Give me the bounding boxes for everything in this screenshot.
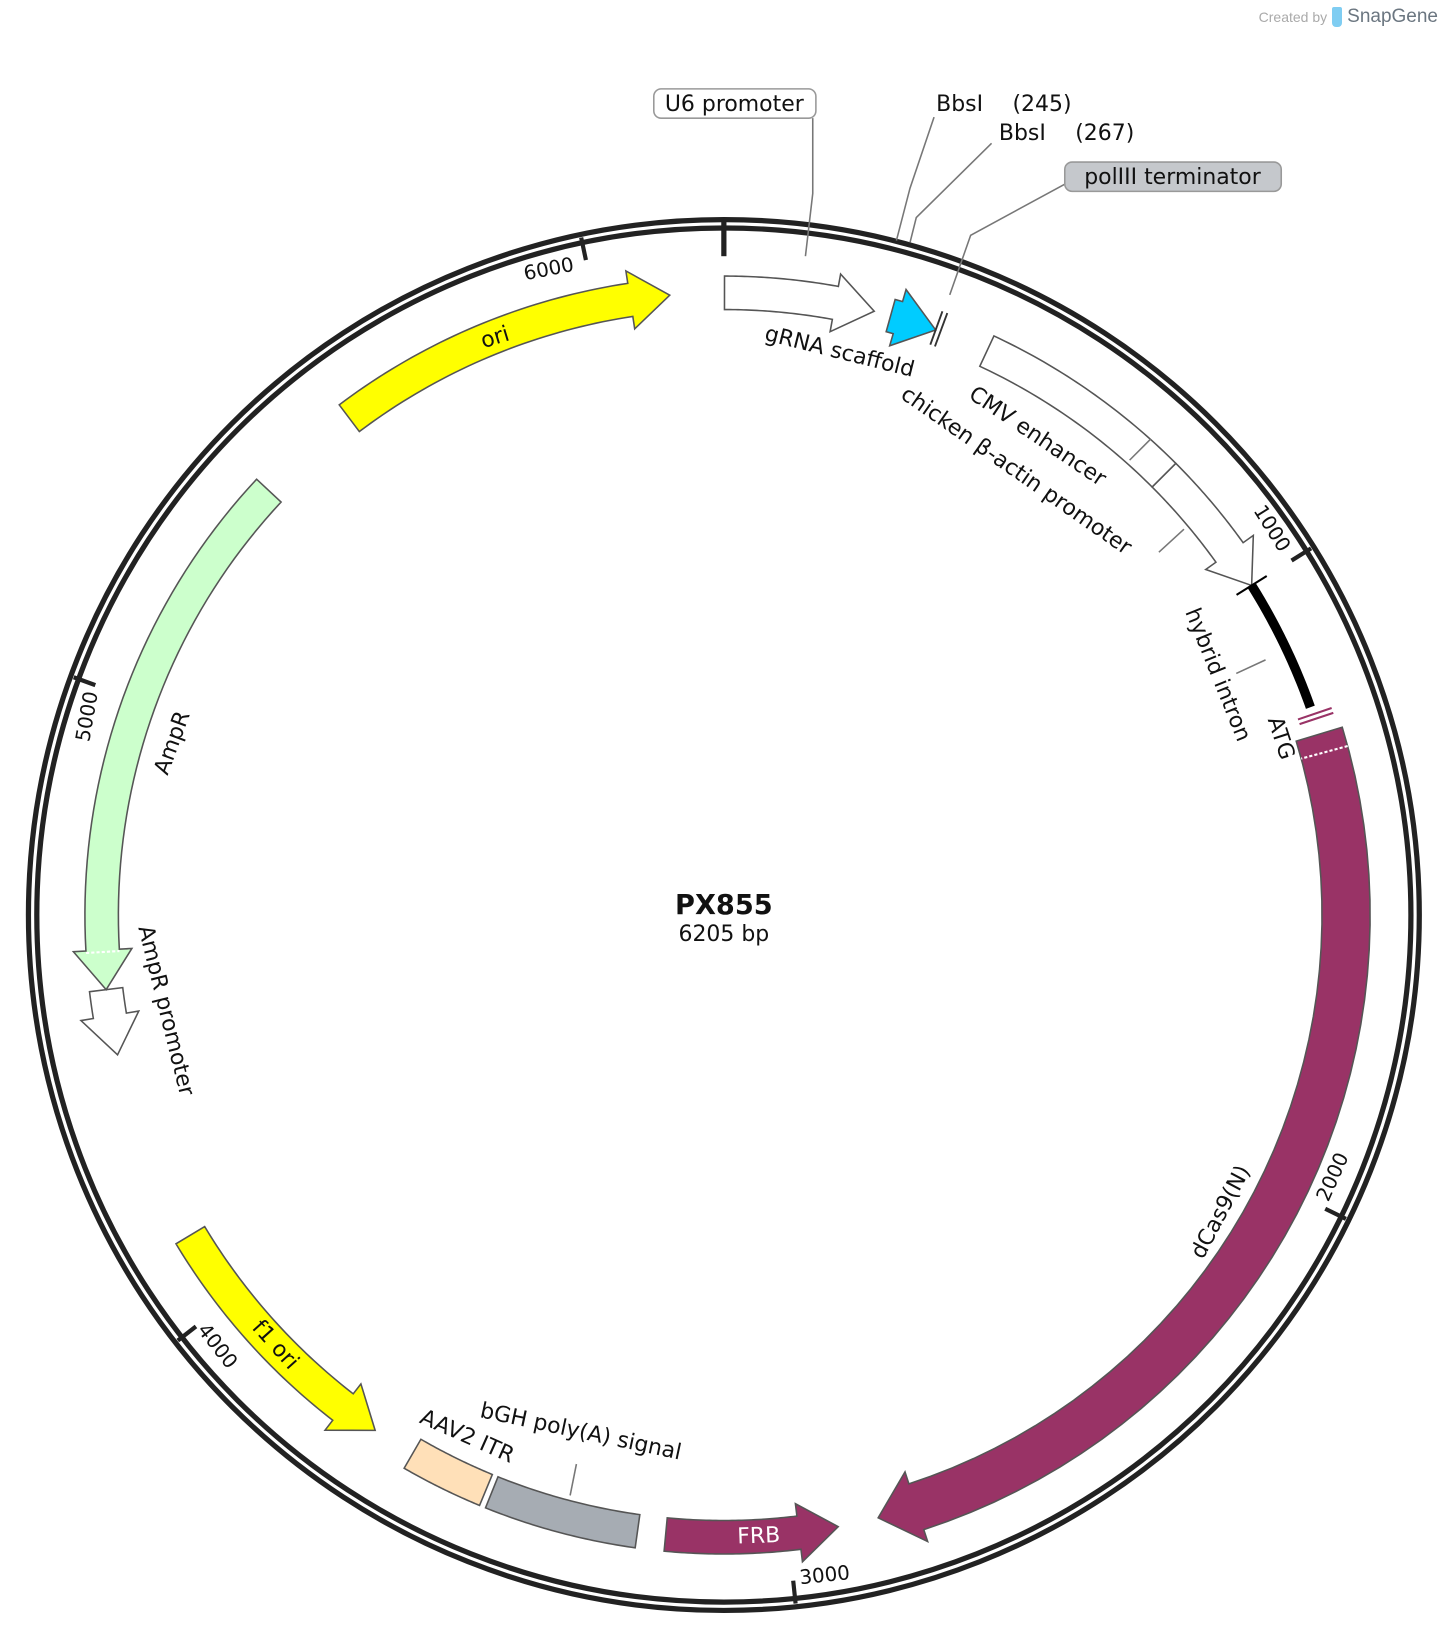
feature-u6-promoter (723, 272, 876, 334)
poliii-terminator-callout[interactable]: polIII terminator (949, 161, 1283, 296)
callout-line (949, 182, 1068, 296)
callout-line (895, 116, 935, 241)
ampr-promoter-label: AmpR promoter (132, 923, 199, 1099)
site-enzyme: BbsI (999, 121, 1046, 146)
feature-frb (663, 1502, 840, 1564)
feature-f1-ori (174, 1225, 377, 1432)
feature-chicken-actin-promoter (1151, 462, 1255, 587)
feature-ampr-promoter (79, 986, 141, 1057)
snapgene-credit: Created by SnapGene (1259, 6, 1438, 28)
hybrid-intron-label: hybrid intron (1179, 605, 1255, 745)
tick-2000 (1324, 1206, 1347, 1221)
callout-box (653, 88, 817, 119)
outer-strand (25, 216, 1422, 1614)
bbsi-267-callout[interactable]: BbsI (267) (909, 121, 1134, 243)
feature-ampr (71, 478, 283, 991)
plasmid-name: PX855 (675, 890, 773, 921)
feature-hybrid-intron (1247, 582, 1315, 709)
features (71, 269, 1371, 1564)
feature-grna-scaffold (885, 287, 937, 347)
u6-promoter-callout[interactable]: U6 promoter (653, 88, 817, 257)
label-leader (1235, 659, 1266, 675)
tick-5000 (72, 675, 97, 688)
plasmid-length: 6205 bp (679, 922, 770, 947)
ampr-label: AmpR (150, 708, 196, 778)
feature-poliii-terminator (929, 310, 944, 346)
segment-divider (85, 949, 120, 955)
frb-label: FRB (737, 1523, 781, 1549)
label-leader (1129, 438, 1152, 461)
credit-brand: SnapGene (1347, 6, 1438, 27)
backbone-ring (25, 216, 1422, 1614)
label-leader (1158, 528, 1185, 553)
tick-label-5000: 5000 (71, 690, 102, 744)
label-leader (569, 1463, 578, 1496)
credit-prefix: Created by (1258, 9, 1328, 25)
segment-divider (1300, 745, 1348, 760)
poliii-terminator-label: polIII terminator (1084, 165, 1262, 190)
feature-aav2-itr (403, 1438, 494, 1507)
feature-ori (338, 269, 672, 433)
callout-line (804, 118, 814, 257)
tick-4000 (176, 1324, 198, 1343)
bbsi-245-callout[interactable]: BbsI (245) (895, 92, 1072, 241)
callout-box (1063, 161, 1283, 193)
feature-atg (1297, 706, 1332, 721)
tick-6000 (579, 237, 588, 261)
site-position: (245) (1012, 92, 1071, 117)
feature-boundary (1236, 575, 1268, 596)
u6-promoter-label: U6 promoter (665, 92, 805, 117)
snapgene-logo-icon (1332, 7, 1343, 27)
site-enzyme: BbsI (936, 92, 983, 117)
tick-label-3000: 3000 (798, 1561, 851, 1589)
callout-line (909, 142, 993, 243)
feature-atg (1299, 711, 1334, 726)
tick-3000 (791, 1580, 798, 1604)
site-position: (267) (1075, 121, 1134, 146)
atg-label: ATG (1262, 714, 1299, 763)
tick-marks (72, 237, 1347, 1604)
feature-bgh-poly-a-signal (484, 1475, 641, 1549)
feature-poliii-terminator (934, 312, 949, 347)
feature-dcas9-n (877, 726, 1371, 1544)
tick-1000 (1290, 546, 1313, 563)
